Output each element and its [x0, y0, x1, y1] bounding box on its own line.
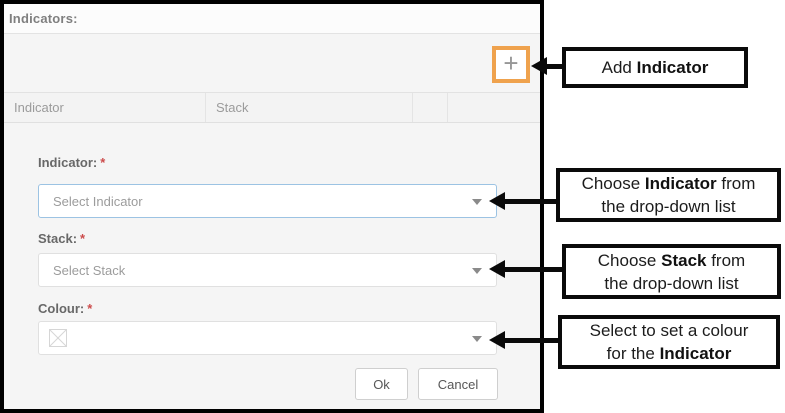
indicators-grid-header: Indicator Stack — [4, 92, 540, 123]
annotation-choose-stack: Choose Stack from the drop-down list — [562, 244, 781, 299]
arrow-to-add-button — [531, 57, 562, 75]
chevron-down-icon — [472, 268, 482, 274]
arrow-to-indicator-select — [489, 192, 556, 210]
dialog-title-strip — [4, 4, 540, 33]
column-header-action-2 — [448, 93, 540, 122]
annotation-choose-indicator: Choose Indicator from the drop-down list — [556, 168, 781, 222]
arrowhead-icon — [489, 331, 505, 349]
indicator-field-label: Indicator:* — [38, 155, 106, 170]
chevron-down-icon — [472, 336, 482, 342]
empty-colour-swatch-icon — [49, 329, 67, 347]
required-asterisk: * — [80, 231, 86, 246]
stack-select-placeholder: Select Stack — [53, 262, 126, 278]
plus-icon: + — [503, 48, 519, 78]
stack-select[interactable]: Select Stack — [38, 253, 497, 287]
column-header-action-1 — [413, 93, 448, 122]
arrow-to-stack-select — [489, 260, 562, 278]
stack-field-label: Stack:* — [38, 231, 86, 246]
chevron-down-icon — [472, 199, 482, 205]
column-header-stack: Stack — [206, 93, 413, 122]
arrow-to-colour-select — [489, 331, 558, 349]
ok-button[interactable]: Ok — [355, 368, 408, 400]
annotation-add-indicator: Add Indicator — [562, 47, 748, 88]
column-header-indicator: Indicator — [4, 93, 206, 122]
colour-field-label: Colour:* — [38, 301, 93, 316]
indicator-select-placeholder: Select Indicator — [53, 193, 143, 209]
arrowhead-icon — [489, 260, 505, 278]
add-indicator-button[interactable]: + — [492, 46, 530, 83]
indicator-select[interactable]: Select Indicator — [38, 184, 497, 218]
indicators-dialog: Indicators: + Indicator Stack Indicator:… — [0, 0, 544, 413]
annotation-select-colour: Select to set a colour for the Indicator — [558, 315, 780, 369]
required-asterisk: * — [100, 155, 106, 170]
arrowhead-icon — [489, 192, 505, 210]
arrowhead-icon — [531, 57, 547, 75]
colour-select[interactable] — [38, 321, 497, 355]
dialog-title: Indicators: — [9, 11, 78, 26]
title-divider — [4, 33, 540, 34]
cancel-button[interactable]: Cancel — [418, 368, 498, 400]
required-asterisk: * — [87, 301, 93, 316]
